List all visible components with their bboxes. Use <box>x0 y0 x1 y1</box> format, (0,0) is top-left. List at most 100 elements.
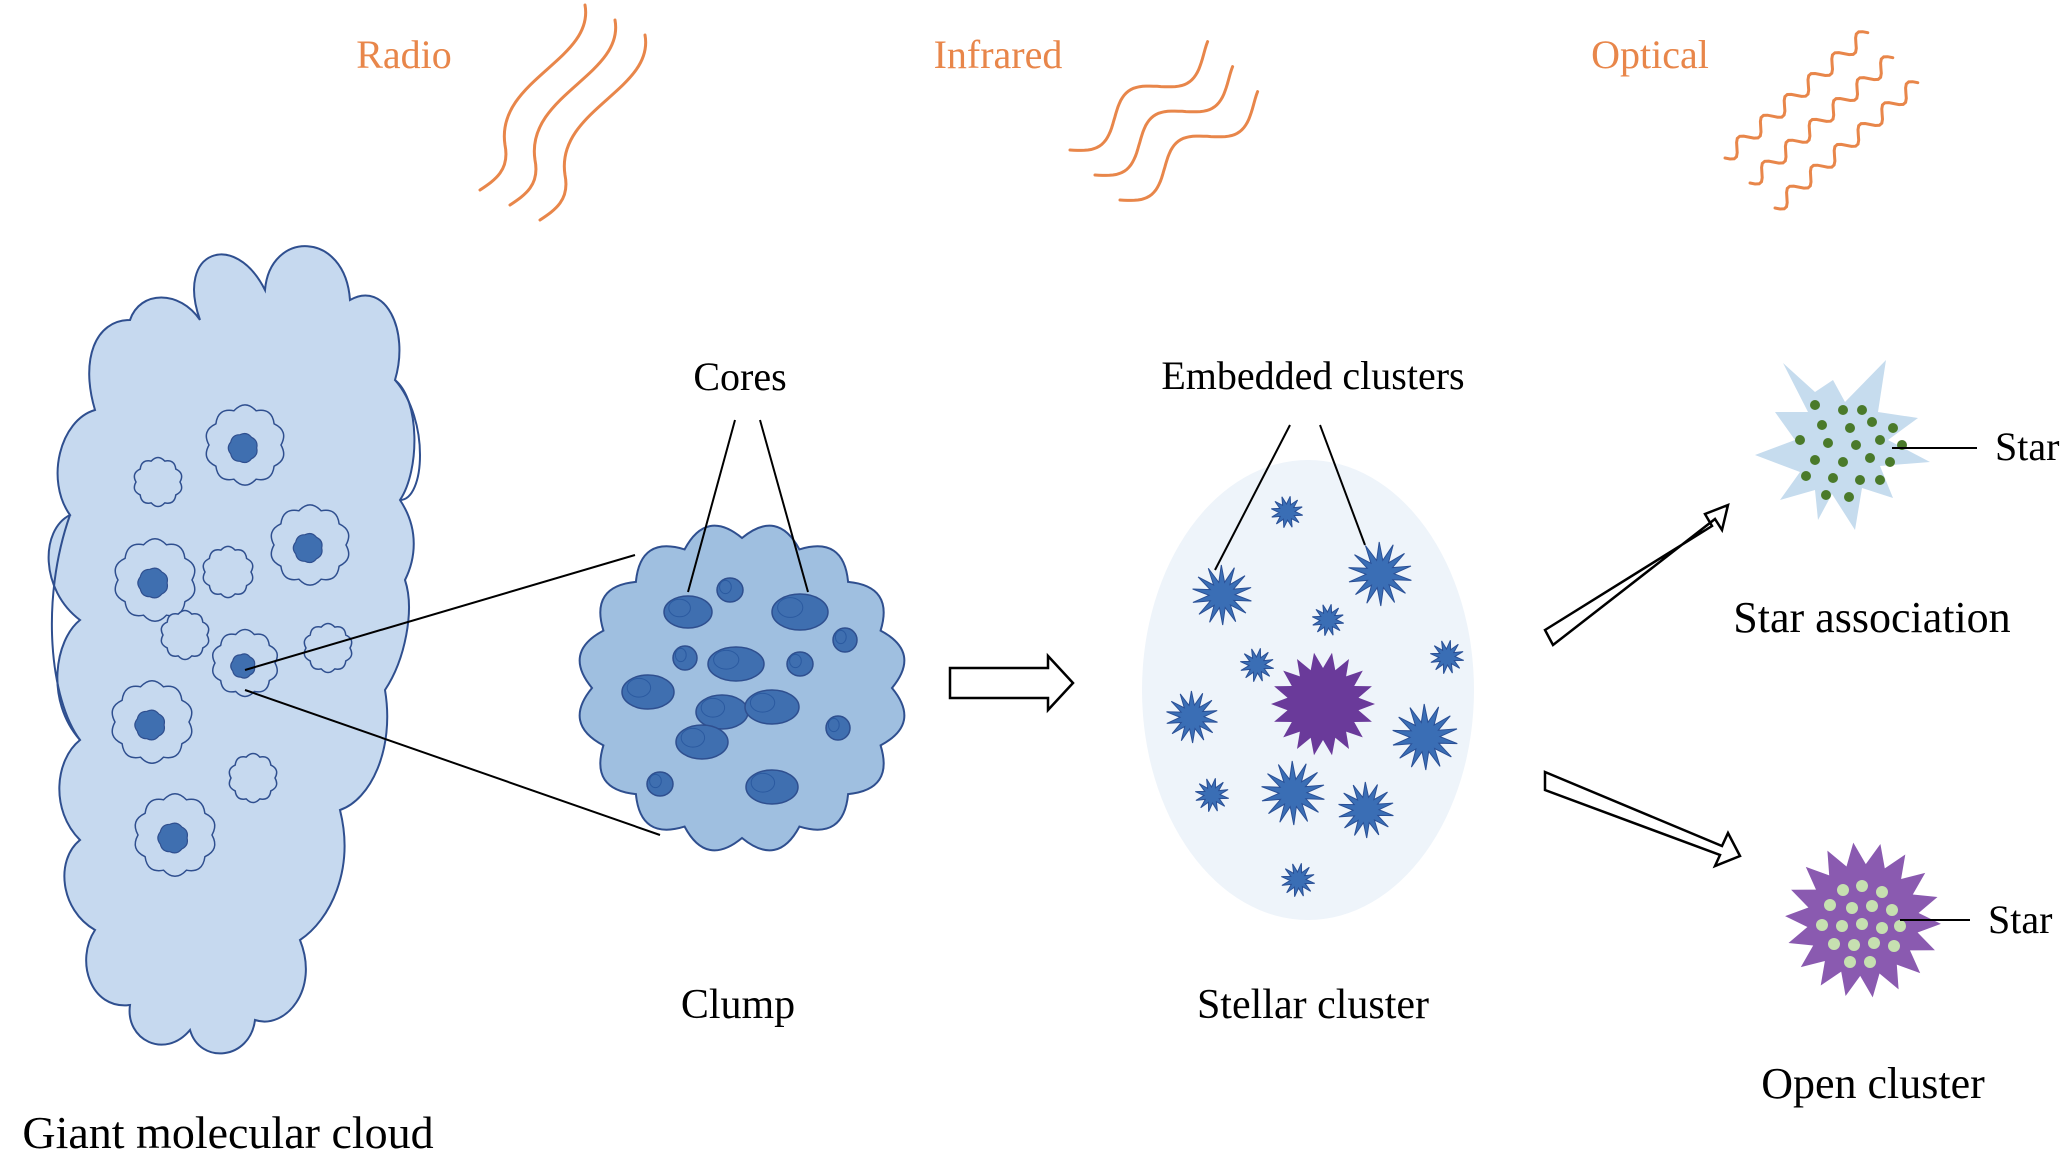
association-star-6 <box>1888 423 1898 433</box>
giant-molecular-cloud-label: Giant molecular cloud <box>22 1107 433 1155</box>
clump-core-shade-5 <box>674 647 687 663</box>
embedded-star-2 <box>1192 564 1252 626</box>
gmc-clump-8 <box>303 622 353 674</box>
arrow-to-star-association <box>1543 502 1730 647</box>
embedded-clusters-label: Embedded clusters <box>1161 353 1464 398</box>
clump-core-7 <box>786 651 814 677</box>
gmc-clump-core-7 <box>230 653 256 679</box>
clump-core-6 <box>707 646 765 682</box>
optical-wave-1 <box>1723 30 1870 161</box>
stellar-cluster-label: Stellar cluster <box>1197 982 1429 1028</box>
star-label-bottom: Star <box>1988 897 2052 942</box>
embedded-star-9 <box>1261 760 1325 826</box>
clump-core-10 <box>744 689 800 725</box>
clump-core-3 <box>771 593 829 631</box>
embedded-star-1 <box>1271 496 1303 528</box>
clump-core-shade-11 <box>680 727 706 748</box>
clump-label: Clump <box>681 982 795 1028</box>
embedded-star-7 <box>1166 690 1218 744</box>
optical-wave-3 <box>1773 80 1920 211</box>
open-cluster-star-6 <box>1866 900 1878 912</box>
association-star-2 <box>1838 405 1848 415</box>
association-star-5 <box>1867 417 1877 427</box>
association-star-18 <box>1875 475 1885 485</box>
clump-core-shade-8 <box>626 677 652 698</box>
optical-waves <box>1723 30 1920 211</box>
association-star-16 <box>1828 473 1838 483</box>
association-star-3 <box>1817 420 1827 430</box>
clump-core-11 <box>675 724 729 760</box>
clump-core-4 <box>832 627 858 653</box>
open-cluster-star-4 <box>1824 899 1836 911</box>
embedded-star-5 <box>1240 648 1274 682</box>
open-cluster-star-1 <box>1837 884 1849 896</box>
open-cluster <box>1785 842 1941 998</box>
radio-wave-1 <box>478 3 588 192</box>
gmc-clump-6 <box>160 609 210 661</box>
association-star-13 <box>1838 457 1848 467</box>
star-label-top: Star <box>1995 424 2059 469</box>
open-cluster-star-16 <box>1888 940 1900 952</box>
association-star-12 <box>1810 455 1820 465</box>
embedded-star-8 <box>1392 703 1458 771</box>
clump-core-shade-4 <box>834 629 847 645</box>
association-star-17 <box>1855 475 1865 485</box>
open-cluster-star-11 <box>1876 922 1888 934</box>
infrared-wave-3 <box>1118 90 1260 202</box>
radio-label: Radio <box>356 32 452 77</box>
gmc-clumps <box>111 404 353 878</box>
clump-core-14 <box>646 771 674 797</box>
open-cluster-star-10 <box>1856 918 1868 930</box>
gmc-clump-2 <box>133 456 183 508</box>
association-star-15 <box>1885 457 1895 467</box>
radio-wave-3 <box>538 33 648 222</box>
clump-core-shade-14 <box>649 773 662 789</box>
open-cluster-star-14 <box>1848 939 1860 951</box>
infrared-label: Infrared <box>934 32 1063 77</box>
radio-waves <box>478 3 648 222</box>
clump-core-9 <box>695 694 749 730</box>
radio-wave-2 <box>508 18 618 207</box>
association-star-7 <box>1795 435 1805 445</box>
embedded-star-11 <box>1195 778 1229 812</box>
open-cluster-star-15 <box>1868 937 1880 949</box>
open-cluster-star-5 <box>1846 902 1858 914</box>
gmc-clump-core-4 <box>137 567 169 599</box>
clump-cores <box>621 577 858 805</box>
embedded-clusters-pointer-lines <box>1214 424 1366 571</box>
gmc-clump-core-3 <box>292 532 323 564</box>
association-star-21 <box>1801 471 1811 481</box>
open-cluster-star-3 <box>1876 886 1888 898</box>
star-association-label: Star association <box>1733 593 2010 642</box>
open-cluster-star-17 <box>1844 956 1856 968</box>
arrow-to-stellar-cluster <box>948 652 1075 714</box>
association-halo <box>1755 360 1930 530</box>
open-cluster-star-13 <box>1828 938 1840 950</box>
gmc-clump-core-11 <box>157 822 189 854</box>
infrared-waves <box>1068 40 1260 202</box>
association-star-1 <box>1810 400 1820 410</box>
arrow-to-open-cluster <box>1543 770 1742 869</box>
open-cluster-star-7 <box>1886 904 1898 916</box>
association-star-19 <box>1844 492 1854 502</box>
association-star-14 <box>1865 453 1875 463</box>
clump-core-shade-7 <box>789 653 802 669</box>
cluster-stars <box>1166 496 1464 897</box>
clump-core-shade-9 <box>700 697 726 718</box>
zoom-lines <box>244 554 661 836</box>
clump-core-8 <box>621 674 675 710</box>
clump-core-12 <box>825 715 851 741</box>
association-star-10 <box>1875 435 1885 445</box>
association-star-9 <box>1851 440 1861 450</box>
open-cluster-label: Open cluster <box>1761 1059 1985 1108</box>
embedded-star-10 <box>1338 781 1394 839</box>
clump-core-13 <box>745 769 799 805</box>
embedded-star-6 <box>1430 640 1464 674</box>
clump-core-shade-12 <box>827 717 840 733</box>
clump-core-shade-1 <box>668 598 691 618</box>
optical-wave-2 <box>1748 55 1895 186</box>
association-star-22 <box>1857 405 1867 415</box>
association-star-4 <box>1845 423 1855 433</box>
embedded-star-3 <box>1348 541 1412 607</box>
association-star-8 <box>1823 438 1833 448</box>
